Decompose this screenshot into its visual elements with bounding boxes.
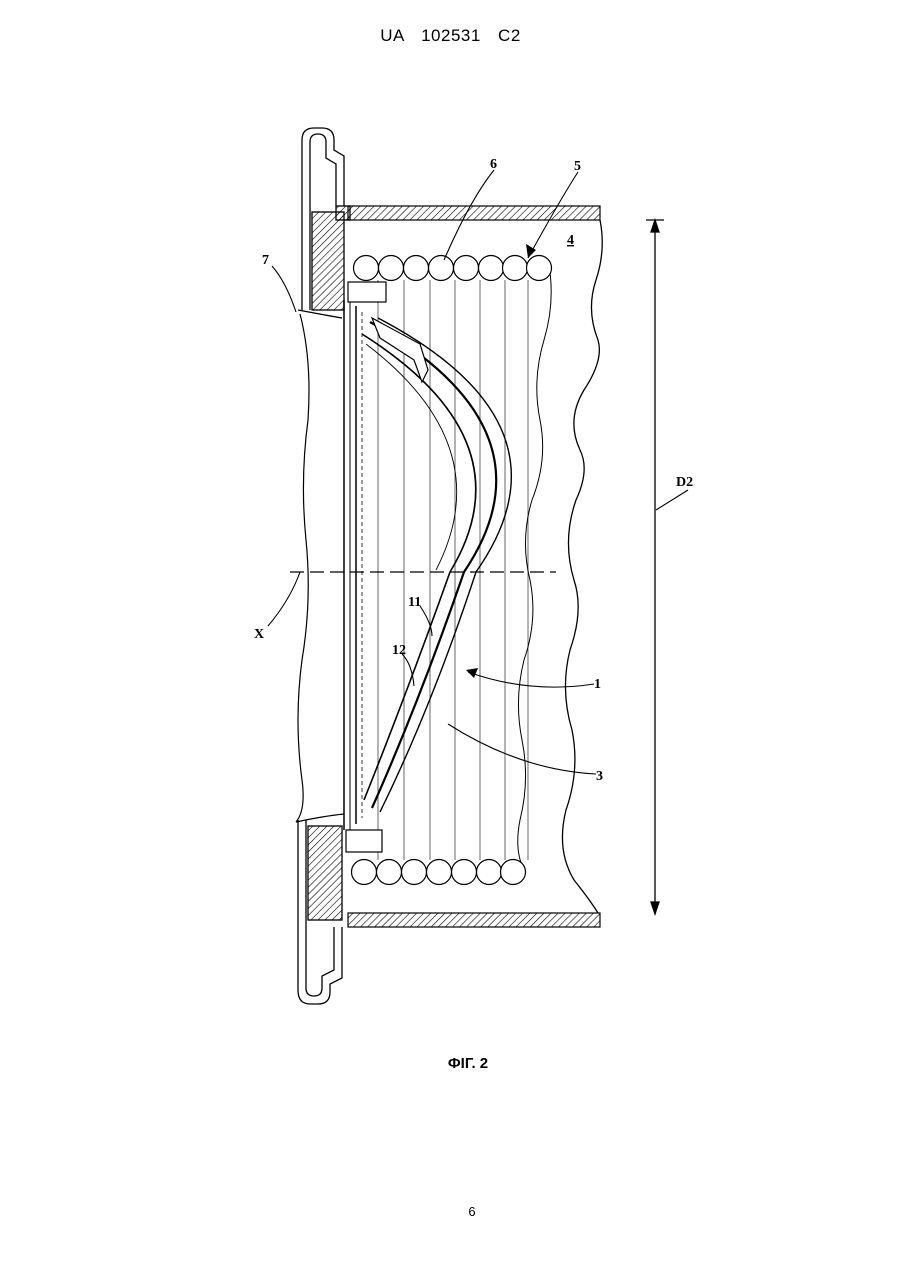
bolt-top [348, 282, 386, 302]
label-12: 12 [392, 643, 406, 658]
label-d2: D2 [676, 475, 693, 490]
nozzle-top [372, 318, 428, 382]
housing-top-wall [348, 206, 600, 220]
figure-caption: ФІГ. 2 [0, 1055, 901, 1072]
fibre-row-bottom [352, 860, 526, 885]
label-11: 11 [408, 595, 421, 610]
housing-bottom-wall [348, 913, 600, 927]
label-6: 6 [490, 157, 497, 172]
label-1: 1 [594, 677, 601, 692]
bolt-bottom [346, 830, 382, 852]
flange-bottom [298, 820, 342, 1004]
label-4: 4 [567, 233, 574, 248]
label-7: 7 [262, 253, 269, 268]
curved-membrane [362, 318, 511, 812]
housing-break-line [562, 220, 602, 913]
bundle-break-line [518, 260, 551, 870]
page-number: 6 [0, 1204, 901, 1219]
dimension-d2 [646, 220, 664, 914]
label-3: 3 [596, 769, 603, 784]
arrow-1 [466, 668, 478, 678]
pipe-outline [296, 310, 344, 822]
label-x: X [254, 627, 264, 642]
label-5: 5 [574, 159, 581, 174]
fibre-row-top [354, 256, 552, 281]
flange-top [302, 128, 350, 310]
tube-plate [344, 300, 362, 830]
